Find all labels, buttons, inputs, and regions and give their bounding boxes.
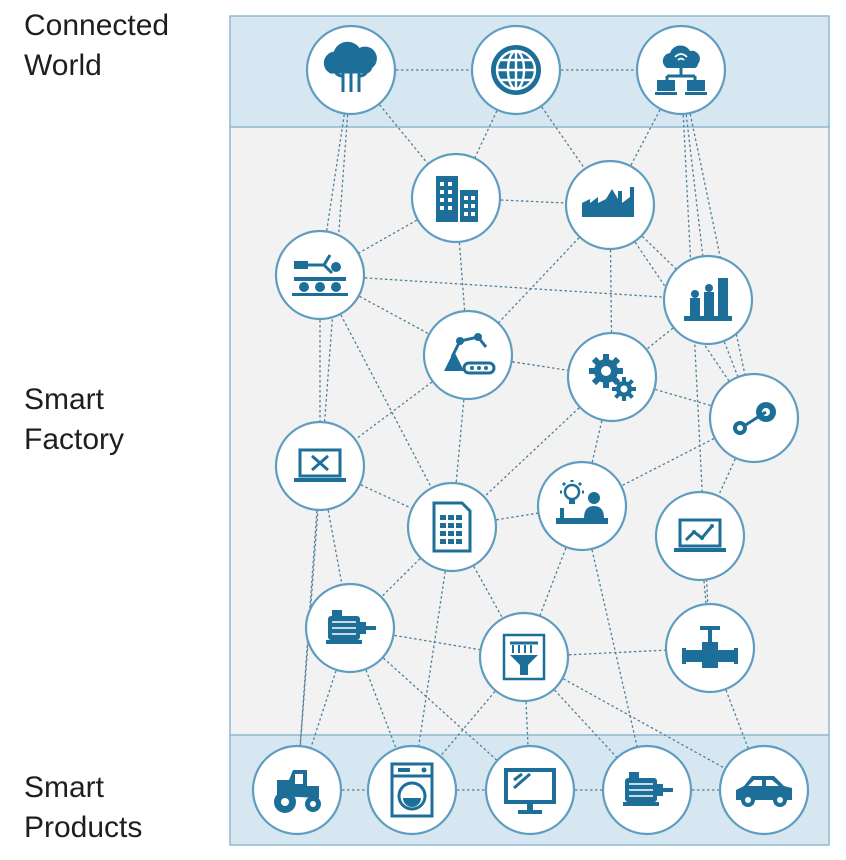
- edge-laptop_chart-valve: [699, 535, 711, 649]
- edge-motor-washer: [349, 627, 413, 791]
- node-document: [406, 481, 498, 573]
- layer-label-smart-factory: Smart Factory: [24, 383, 125, 456]
- node-refinery: [662, 254, 754, 346]
- node-robot_cart: [274, 229, 366, 321]
- node-assembly: [422, 309, 514, 401]
- globe-icon: [489, 43, 543, 97]
- node-network: [635, 24, 727, 116]
- node-motor: [304, 582, 396, 674]
- edge-robot_cart-document: [319, 274, 453, 528]
- node-circle: [274, 229, 366, 321]
- node-tractor: [251, 744, 343, 836]
- edge-document-motor: [349, 526, 453, 629]
- node-gears: [566, 331, 658, 423]
- layer-label-smart-products: Smart Products: [24, 771, 143, 844]
- node-globe: [470, 24, 562, 116]
- edge-filter-car: [523, 656, 765, 791]
- node-circle: [422, 309, 514, 401]
- edge-network-pump: [680, 69, 755, 419]
- node-pump: [708, 372, 800, 464]
- nodes: [251, 24, 810, 836]
- node-circle: [366, 744, 458, 836]
- node-car: [718, 744, 810, 836]
- node-buildings: [410, 152, 502, 244]
- edge-factory-gears: [609, 204, 613, 378]
- node-monitor: [484, 744, 576, 836]
- edge-assembly-document: [451, 354, 469, 528]
- node-circle: [484, 744, 576, 836]
- node-filter: [478, 611, 570, 703]
- node-laptop_tools: [274, 420, 366, 512]
- node-circle: [536, 460, 628, 552]
- node-cloud: [305, 24, 397, 116]
- edge-idea_worker-motor2: [581, 505, 648, 791]
- node-factory: [564, 159, 656, 251]
- node-laptop_chart: [654, 490, 746, 582]
- edge-network-refinery: [680, 69, 709, 301]
- layer-label-connected-world: Connected World: [24, 9, 170, 82]
- node-idea_worker: [536, 460, 628, 552]
- node-washer: [366, 744, 458, 836]
- node-valve: [664, 602, 756, 694]
- edge-filter-washer: [411, 656, 525, 791]
- node-motor2: [601, 744, 693, 836]
- edge-globe-buildings: [455, 69, 517, 199]
- node-circle: [274, 420, 366, 512]
